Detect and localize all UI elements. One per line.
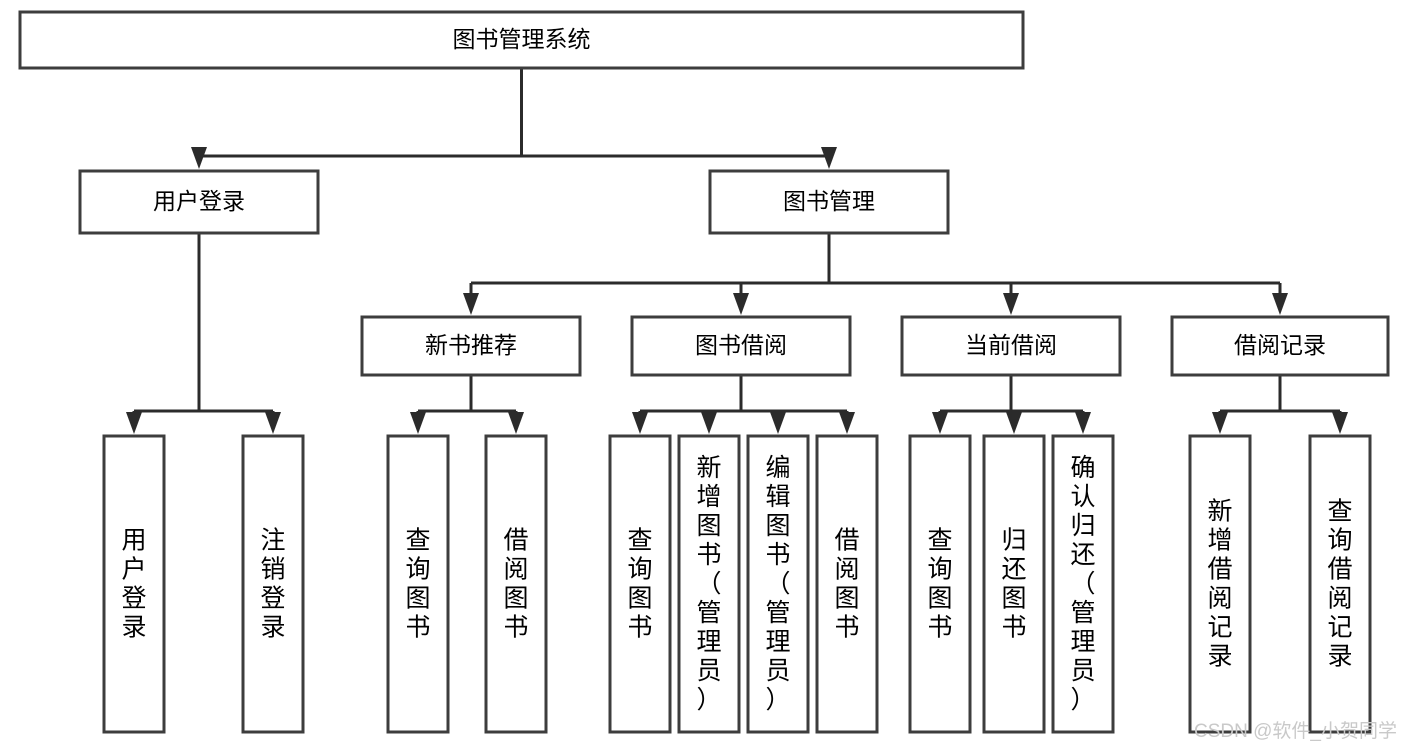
node-borrow-record[interactable]: 借阅记录: [1170, 315, 1390, 377]
node-leaf-confirm-return[interactable]: 确认归还（管理员）: [1051, 434, 1115, 734]
node-label: 注销登录: [260, 527, 285, 642]
arrow-head-icon: [701, 412, 717, 434]
node-label: 查询图书: [927, 527, 952, 642]
node-box[interactable]: [815, 434, 879, 734]
node-label: 当前借阅: [965, 332, 1057, 358]
node-box[interactable]: [630, 315, 852, 377]
node-leaf-borrow-book-1[interactable]: 借阅图书: [484, 434, 548, 734]
node-leaf-query-book-1[interactable]: 查询图书: [386, 434, 450, 734]
arrow-head-icon: [1003, 293, 1019, 315]
arrow-head-icon: [191, 147, 207, 169]
node-box[interactable]: [1051, 434, 1115, 734]
node-label: 编辑图书（管理员）: [765, 454, 790, 714]
node-leaf-add-book[interactable]: 新增图书（管理员）: [677, 434, 741, 734]
node-label: 新书推荐: [425, 332, 517, 358]
node-label: 图书借阅: [695, 332, 787, 358]
node-user-login[interactable]: 用户登录: [78, 169, 320, 235]
node-label: 用户登录: [153, 188, 245, 214]
node-current-borrow[interactable]: 当前借阅: [900, 315, 1122, 377]
node-label: 图书管理: [783, 188, 875, 214]
node-label: 查询图书: [627, 527, 652, 642]
arrow-head-icon: [632, 412, 648, 434]
node-label: 归还图书: [1001, 527, 1026, 642]
node-label: 查询借阅记录: [1327, 498, 1352, 671]
node-box[interactable]: [1170, 315, 1390, 377]
node-leaf-edit-book[interactable]: 编辑图书（管理员）: [746, 434, 810, 734]
node-box[interactable]: [900, 315, 1122, 377]
node-label: 图书管理系统: [453, 26, 591, 52]
node-book-manage[interactable]: 图书管理: [708, 169, 950, 235]
node-box[interactable]: [1188, 434, 1252, 734]
node-box[interactable]: [386, 434, 450, 734]
node-label: 借阅图书: [834, 527, 859, 642]
node-leaf-add-record[interactable]: 新增借阅记录: [1188, 434, 1252, 734]
arrow-head-icon: [733, 293, 749, 315]
csdn-watermark: CSDN @软件_小贺同学: [1194, 721, 1397, 742]
node-leaf-user-login[interactable]: 用户登录: [102, 434, 166, 734]
node-label: 新增借阅记录: [1207, 498, 1232, 671]
arrow-head-icon: [770, 412, 786, 434]
arrow-head-icon: [508, 412, 524, 434]
arrow-head-icon: [1212, 412, 1228, 434]
node-label: 借阅记录: [1234, 332, 1326, 358]
arrow-head-icon: [1006, 412, 1022, 434]
arrow-head-icon: [463, 293, 479, 315]
arrow-head-icon: [126, 412, 142, 434]
node-box[interactable]: [677, 434, 741, 734]
node-box[interactable]: [18, 10, 1025, 70]
arrow-head-icon: [1272, 293, 1288, 315]
node-box[interactable]: [78, 169, 320, 235]
node-leaf-query-record[interactable]: 查询借阅记录: [1308, 434, 1372, 734]
connectors-layer: [126, 68, 1348, 434]
node-box[interactable]: [982, 434, 1046, 734]
nodes-layer: 图书管理系统用户登录图书管理新书推荐图书借阅当前借阅借阅记录用户登录注销登录查询…: [18, 10, 1390, 734]
arrow-head-icon: [932, 412, 948, 434]
arrow-head-icon: [265, 412, 281, 434]
arrow-head-icon: [1075, 412, 1091, 434]
node-label: 查询图书: [405, 527, 430, 642]
node-box[interactable]: [708, 169, 950, 235]
arrow-head-icon: [1332, 412, 1348, 434]
node-box[interactable]: [608, 434, 672, 734]
node-leaf-logout[interactable]: 注销登录: [241, 434, 305, 734]
arrow-head-icon: [410, 412, 426, 434]
node-leaf-query-book-3[interactable]: 查询图书: [908, 434, 972, 734]
node-leaf-query-book-2[interactable]: 查询图书: [608, 434, 672, 734]
node-book-borrow[interactable]: 图书借阅: [630, 315, 852, 377]
node-root[interactable]: 图书管理系统: [18, 10, 1025, 70]
node-box[interactable]: [484, 434, 548, 734]
node-label: 新增图书（管理员）: [696, 454, 721, 714]
node-box[interactable]: [360, 315, 582, 377]
node-box[interactable]: [746, 434, 810, 734]
node-box[interactable]: [241, 434, 305, 734]
node-leaf-return-book[interactable]: 归还图书: [982, 434, 1046, 734]
node-leaf-borrow-book-2[interactable]: 借阅图书: [815, 434, 879, 734]
node-label: 借阅图书: [503, 527, 528, 642]
node-label: 用户登录: [121, 527, 146, 642]
node-label: 确认归还（管理员）: [1070, 454, 1095, 714]
node-box[interactable]: [908, 434, 972, 734]
node-box[interactable]: [102, 434, 166, 734]
node-new-book-rec[interactable]: 新书推荐: [360, 315, 582, 377]
arrow-head-icon: [839, 412, 855, 434]
arrow-head-icon: [821, 147, 837, 169]
node-box[interactable]: [1308, 434, 1372, 734]
